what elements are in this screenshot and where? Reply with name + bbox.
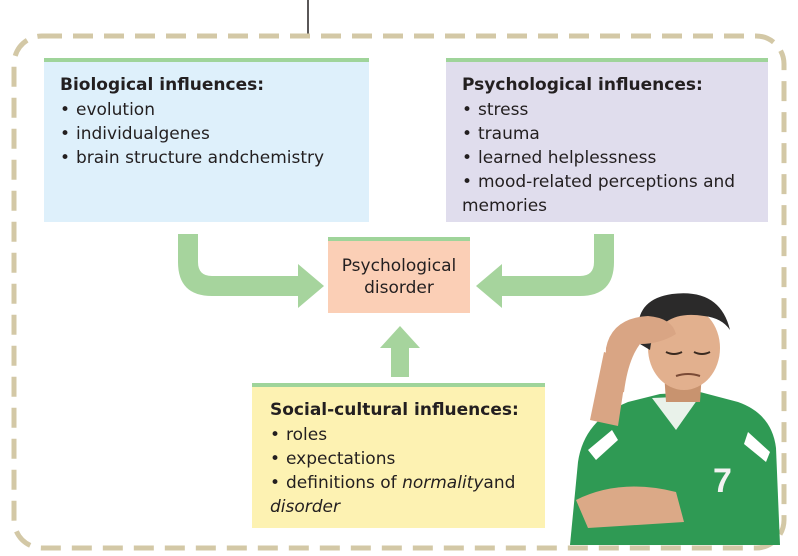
list-item: mood-related perceptions and: [462, 170, 752, 194]
psychological-influences-box: Psychological influences: stress trauma …: [446, 58, 768, 222]
list-item: individualgenes: [60, 122, 353, 146]
list-item: brain structure andchemistry: [60, 146, 353, 170]
disorder-text: disorder: [270, 497, 341, 517]
biological-influences-title: Biological influences:: [60, 75, 265, 95]
psychological-influences-list: stress trauma learned helplessness mood-…: [462, 98, 752, 218]
list-item: learned helplessness: [462, 146, 752, 170]
arrow-social-to-disorder: [380, 326, 420, 377]
and-text: and: [483, 473, 516, 493]
list-item: evolution: [60, 98, 353, 122]
list-item: stress: [462, 98, 752, 122]
list-item: roles: [270, 423, 527, 447]
definitions-text: definitions of: [286, 473, 403, 493]
psychological-disorder-box: Psychological disorder: [328, 237, 470, 313]
arrow-psychological-to-disorder: [476, 234, 614, 308]
list-item-continuation: memories: [462, 196, 548, 216]
social-cultural-influences-title: Social-cultural influences:: [270, 400, 519, 420]
biological-influences-list: evolution individualgenes brain structur…: [60, 98, 353, 170]
social-cultural-influences-box: Social-cultural influences: roles expect…: [252, 383, 545, 528]
psychological-disorder-label: Psychological disorder: [341, 256, 457, 298]
list-item: trauma: [462, 122, 752, 146]
list-item-continuation: disorder: [270, 495, 527, 519]
svg-text:7: 7: [713, 462, 732, 500]
list-item: definitions of normalityand: [270, 471, 527, 495]
list-item: expectations: [270, 447, 527, 471]
arrow-biological-to-disorder: [178, 234, 324, 308]
biological-influences-box: Biological influences: evolution individ…: [44, 58, 369, 222]
dashed-frame: [11, 33, 787, 551]
social-cultural-influences-list: roles expectations definitions of normal…: [270, 423, 527, 519]
psychological-influences-title: Psychological influences:: [462, 75, 703, 95]
distressed-person-illustration: 7: [570, 293, 780, 545]
normality-text: normality: [402, 473, 484, 493]
